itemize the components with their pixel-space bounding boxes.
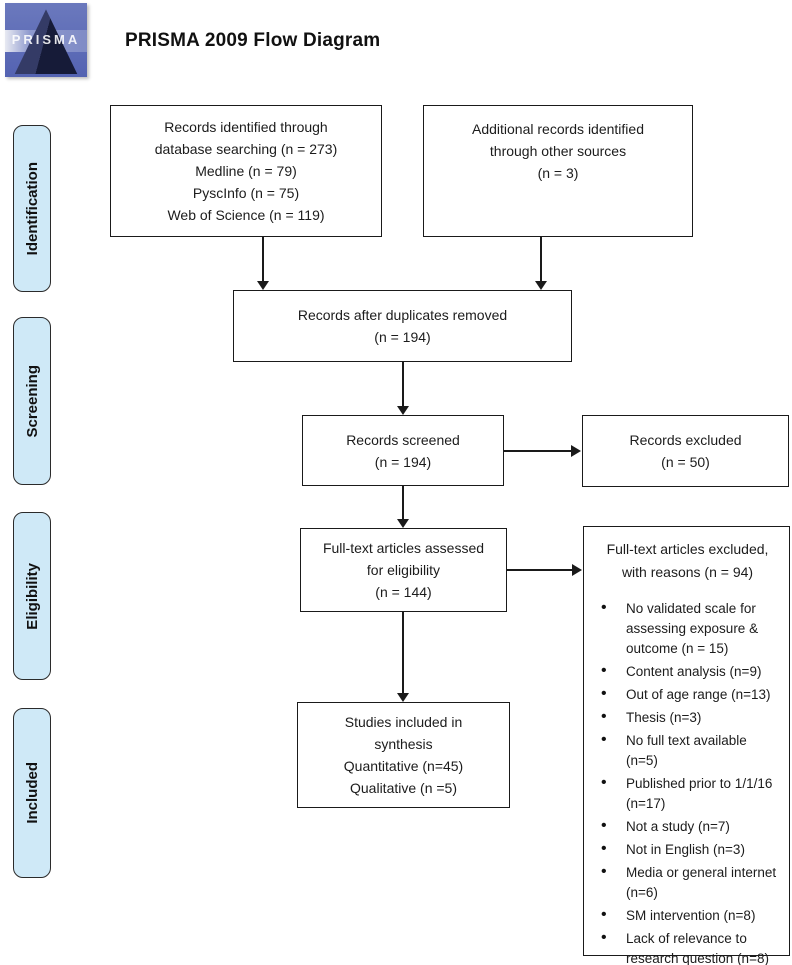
box-text-line: Records identified through	[164, 119, 328, 135]
stage-label-included: Included	[13, 708, 51, 878]
list-item: Out of age range (n=13)	[594, 684, 781, 705]
arrowhead-down-icon	[397, 406, 409, 415]
box-text-line: synthesis	[374, 736, 433, 752]
list-item: Published prior to 1/1/16 (n=17)	[594, 773, 781, 814]
arrowhead-down-icon	[397, 693, 409, 702]
box-text-line: Web of Science (n = 119)	[167, 207, 325, 223]
list-item: Not a study (n=7)	[594, 816, 781, 837]
arrow-fulltext-to-reasons	[507, 569, 573, 571]
logo-wordmark: PRISMA	[11, 32, 81, 47]
stage-label-text: Included	[23, 762, 41, 824]
box-text-line: Qualitative (n =5)	[350, 780, 457, 796]
arrowhead-down-icon	[397, 519, 409, 528]
list-item: Thesis (n=3)	[594, 707, 781, 728]
box-text-line: Studies included in	[344, 714, 463, 730]
exclusion-reasons-list: No validated scale for assessing exposur…	[594, 598, 781, 965]
list-item: No full text available (n=5)	[594, 730, 781, 771]
list-item: No validated scale for assessing exposur…	[594, 598, 781, 659]
stage-label-text: Identification	[23, 161, 41, 256]
box-fulltext-excluded-reasons: Full-text articles excluded, with reason…	[583, 526, 790, 965]
page-title: PRISMA 2009 Flow Diagram	[125, 30, 381, 51]
box-fulltext-assessed: Full-text articles assessed for eligibil…	[300, 528, 507, 612]
stage-label-text: Screening	[23, 364, 41, 438]
list-item: SM intervention (n=8)	[594, 905, 781, 926]
box-text-line: database searching (n = 273)	[154, 141, 338, 157]
box-text-line: through other sources	[489, 143, 627, 159]
stage-label-identification: Identification	[13, 125, 51, 292]
list-item: Not in English (n=3)	[594, 839, 781, 860]
arrowhead-right-icon	[571, 445, 581, 457]
box-text-line: (n = 144)	[375, 584, 432, 600]
list-item: Content analysis (n=9)	[594, 661, 781, 682]
arrowhead-down-icon	[257, 281, 269, 290]
arrow-identified-to-duplicates	[262, 237, 264, 281]
box-additional-records: Additional records identified through ot…	[423, 105, 693, 237]
arrow-duplicates-to-screened	[402, 362, 404, 406]
box-text-line: with reasons (n = 94)	[621, 564, 754, 580]
box-text-line: Quantitative (n=45)	[343, 758, 464, 774]
stage-label-screening: Screening	[13, 317, 51, 485]
arrow-screened-to-fulltext	[402, 486, 404, 519]
box-text-line: Records excluded	[629, 432, 742, 448]
list-item: Lack of relevance to research question (…	[594, 928, 781, 965]
arrow-fulltext-to-included	[402, 612, 404, 693]
stage-label-text: Eligibility	[23, 562, 41, 630]
box-text-line: (n = 194)	[374, 329, 431, 345]
stage-label-eligibility: Eligibility	[13, 512, 51, 680]
box-text-line: Medline (n = 79)	[195, 163, 297, 179]
box-text-line: (n = 194)	[374, 453, 432, 470]
arrowhead-down-icon	[535, 281, 547, 290]
box-text-line: Records screened	[346, 431, 460, 448]
prisma-logo-icon: PRISMA	[5, 3, 87, 77]
box-text-line: for eligibility	[366, 562, 441, 578]
box-duplicates-removed: Records after duplicates removed (n = 19…	[233, 290, 572, 362]
box-text-line: (n = 3)	[537, 165, 579, 181]
box-records-screened: Records screened (n = 194)	[302, 415, 504, 486]
box-text-line: (n = 50)	[661, 454, 710, 470]
box-records-identified: Records identified through database sear…	[110, 105, 382, 237]
box-text-line: Full-text articles excluded,	[606, 541, 769, 557]
arrow-additional-to-duplicates	[540, 237, 542, 281]
box-records-excluded: Records excluded (n = 50)	[582, 415, 789, 487]
arrowhead-right-icon	[572, 564, 582, 576]
box-text-line: Records after duplicates removed	[297, 307, 508, 323]
list-item: Media or general internet (n=6)	[594, 862, 781, 903]
box-studies-included: Studies included in synthesis Quantitati…	[297, 702, 510, 808]
box-text-line: PyscInfo (n = 75)	[192, 185, 300, 201]
arrow-screened-to-excluded	[504, 450, 571, 452]
box-text-line: Full-text articles assessed	[322, 540, 485, 556]
box-text-line: Additional records identified	[472, 121, 644, 137]
